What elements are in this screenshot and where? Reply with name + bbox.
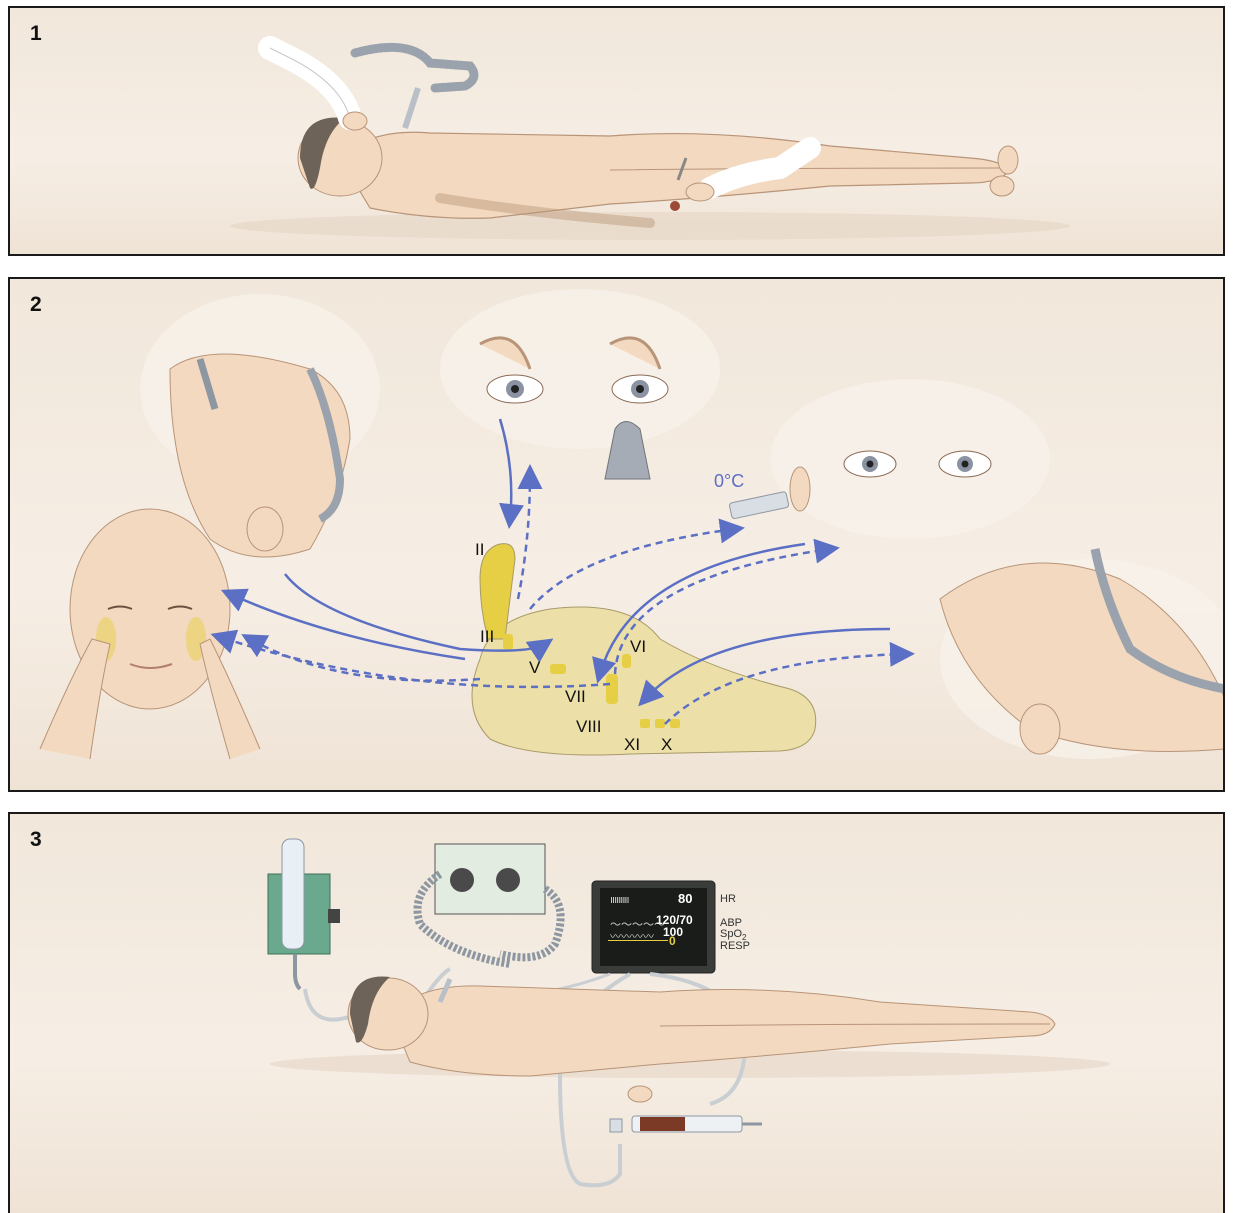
oculomotor-nerve [503,634,513,650]
nerve-label-vi: VI [630,637,646,657]
illustration-apnea-test-monitoring [10,814,1225,1213]
nerve-label-iii: III [480,627,494,647]
hr-value: 80 [678,891,692,906]
nerve-label-vii: VII [565,687,586,707]
hr-label: HR [720,894,736,905]
illustration-apnea-test-intubation [10,8,1225,256]
clinician-arm [270,48,350,118]
nerve-label-xi: XI [624,735,640,755]
resp-flatline [608,940,668,941]
resp-label: RESP [720,941,750,952]
patient-head [298,118,382,197]
spo2-waveform: 〰〰〰〰 [610,928,654,944]
resp-value: 0 [669,934,676,948]
nerve-label-v: V [529,658,540,678]
ventilator-control-box [418,844,561,964]
panel-3: 3 [8,812,1225,1213]
hr-waveform: ııııııııı [610,894,629,906]
nerve-label-ii: II [475,540,484,560]
temperature-label: 0°C [714,471,744,492]
facial-vestibulocochlear-nerve [606,674,618,704]
nerve-label-viii: VIII [576,717,602,737]
head-cough-reflex [170,354,350,557]
oxygen-flowmeter [268,839,340,989]
blood-gas-syringe [610,1116,762,1132]
ventilator-tubing [355,47,474,88]
illustration-brainstem-reflexes [10,279,1225,792]
panel-2: 2 [8,277,1225,792]
nerve-label-x: X [661,735,672,755]
panel-1: 1 [8,6,1225,256]
cold-water-syringe [729,491,789,519]
trigeminal-nerve [550,664,566,674]
